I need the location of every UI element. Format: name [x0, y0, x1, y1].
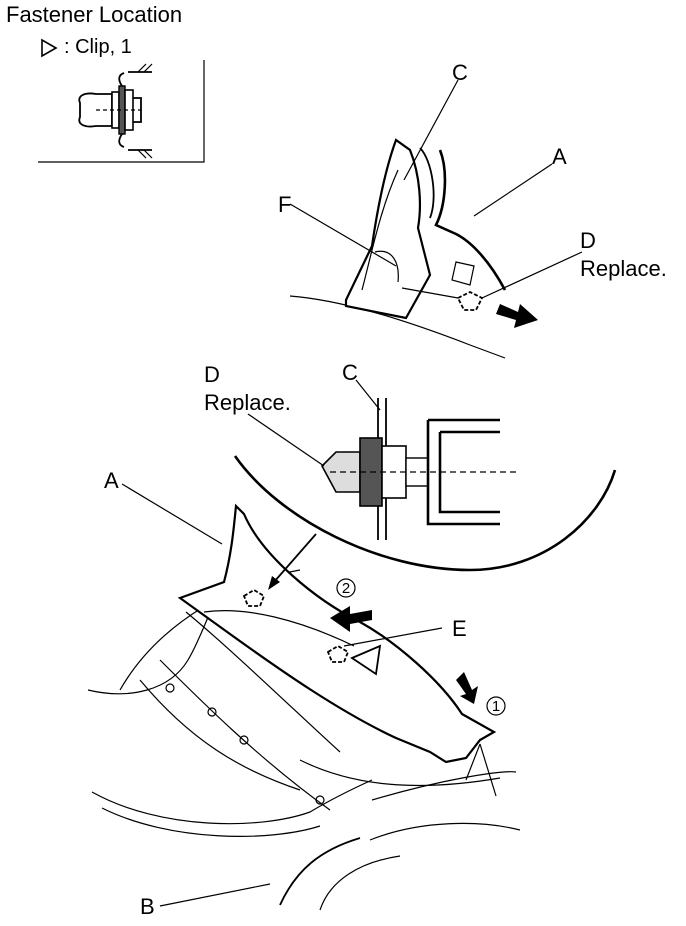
step-2-marker: 2 — [336, 578, 356, 598]
callout-d-mid: D — [204, 362, 220, 387]
clip-side-view — [78, 72, 142, 148]
page-title: Fastener Location — [6, 2, 183, 27]
clip-d-bottom — [242, 588, 266, 607]
replace-note-top: Replace. — [580, 256, 667, 281]
step-2-label: 2 — [342, 580, 350, 597]
clip-panel-section — [128, 63, 153, 159]
triangle-outline-icon — [41, 38, 58, 57]
callout-f: F — [278, 192, 291, 217]
fastener-legend: : Clip, 1 — [40, 36, 132, 59]
step-1-label: 1 — [492, 698, 500, 715]
replace-note-mid: Replace. — [204, 390, 291, 415]
callout-c-top: C — [452, 60, 468, 85]
bold-arrow-icon — [496, 304, 538, 328]
fastener-detail-inset — [38, 60, 205, 163]
callout-e: E — [452, 616, 467, 641]
triangle-outline-icon — [350, 644, 382, 676]
callout-a-bottom: A — [104, 468, 119, 493]
pillar-top-view — [289, 138, 538, 359]
bold-arrow-icon — [330, 606, 372, 632]
bold-arrow-icon — [456, 672, 478, 704]
callout-d-top: D — [580, 228, 596, 253]
clip-e — [326, 644, 350, 663]
callout-c-mid: C — [342, 360, 358, 385]
clip-d-section — [321, 437, 520, 507]
magnified-clip-section — [233, 398, 617, 572]
clip-d-top — [456, 290, 484, 311]
callout-a-top: A — [552, 144, 567, 169]
callout-b: B — [140, 894, 155, 919]
legend-text: : Clip, 1 — [64, 36, 132, 58]
leader-lines — [121, 79, 583, 907]
pillar-bottom-view — [87, 503, 521, 911]
step-1-marker: 1 — [486, 696, 506, 716]
